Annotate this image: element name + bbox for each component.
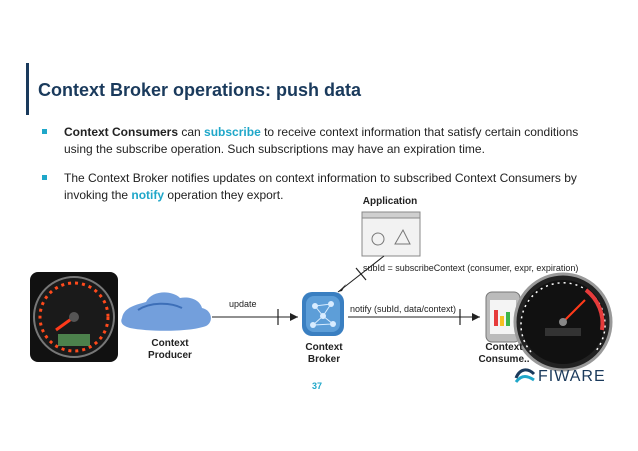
bullet-text: The Context Broker notifies updates on c… (64, 170, 602, 204)
update-label: update (229, 299, 257, 309)
context-broker-icon (302, 292, 344, 336)
notify-label: notify (subId, data/context) (350, 304, 457, 314)
notify-arrow (348, 309, 480, 325)
bullet-post: to receive context information that sati… (64, 125, 579, 156)
producer-label-line1: Context (151, 338, 189, 349)
application-label: Application (362, 196, 418, 207)
bullet-highlight: notify (131, 188, 165, 202)
consumer-label-line1: Context (485, 342, 523, 353)
producer-car-icon (121, 292, 211, 331)
bullet-marker (42, 129, 47, 134)
speedometer-icon (30, 272, 118, 362)
fiware-logo-icon (514, 368, 536, 383)
fiware-logo-text: FIWARE (538, 368, 606, 385)
subscribe-arrow (337, 255, 385, 293)
bullet-marker (42, 175, 47, 180)
context-broker-label: Context Broker (294, 342, 354, 366)
title-accent-bar (26, 63, 29, 115)
context-producer-label: Context Producer (140, 338, 200, 362)
bullet-strong: Context Consumers (64, 125, 179, 139)
broker-label-line1: Context (305, 342, 343, 353)
consumer-speedometer-icon (513, 272, 613, 372)
bullet-pre: The Context Broker notifies updates on c… (64, 171, 577, 202)
bullet-post: operation they export. (164, 188, 284, 202)
bullet-subscribe: Context Consumers can subscribe to recei… (42, 124, 602, 158)
bullet-highlight: subscribe (204, 125, 261, 139)
consumer-label-line2: Consume.. (478, 354, 530, 365)
context-consumer-label: Context Consume.. (474, 342, 534, 366)
producer-label-line2: Producer (148, 350, 192, 361)
broker-label-line2: Broker (307, 354, 341, 365)
subscribe-label: subId = subscribeContext (consumer, expr… (363, 263, 579, 273)
update-arrow (212, 309, 298, 325)
bullet-text: Context Consumers can subscribe to recei… (64, 124, 602, 158)
application-window-icon (361, 211, 421, 257)
bullet-notify: The Context Broker notifies updates on c… (42, 170, 602, 204)
slide-title: Context Broker operations: push data (38, 80, 362, 100)
consumer-phone-icon (485, 291, 521, 343)
bullet-pre: can (178, 125, 205, 139)
page-number: 37 (312, 381, 323, 391)
